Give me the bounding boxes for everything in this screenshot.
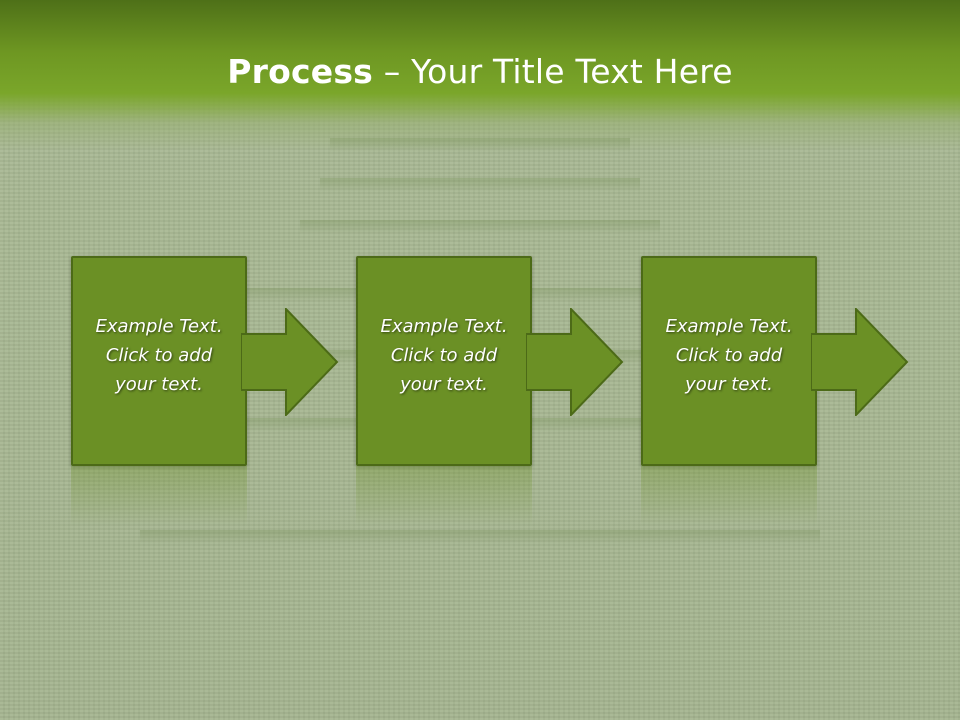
- process-step-3[interactable]: Example Text. Click to add your text.: [641, 256, 909, 526]
- title-bold-part: Process: [227, 52, 374, 91]
- process-step-1[interactable]: Example Text. Click to add your text.: [71, 256, 339, 526]
- step-reflection: [71, 466, 247, 526]
- background-stair-stripe: [300, 220, 660, 234]
- step-text[interactable]: Example Text. Click to add your text.: [95, 316, 223, 395]
- step-box[interactable]: Example Text. Click to add your text.: [356, 256, 532, 466]
- slide-title[interactable]: Process – Your Title Text Here: [0, 52, 960, 91]
- background-stair-stripe: [140, 530, 820, 544]
- right-arrow-icon: [811, 308, 909, 416]
- header-band: [0, 0, 960, 150]
- step-box[interactable]: Example Text. Click to add your text.: [641, 256, 817, 466]
- right-arrow-icon: [526, 308, 624, 416]
- title-rest-part: – Your Title Text Here: [373, 52, 733, 91]
- step-text[interactable]: Example Text. Click to add your text.: [380, 316, 508, 395]
- step-box[interactable]: Example Text. Click to add your text.: [71, 256, 247, 466]
- step-reflection: [356, 466, 532, 526]
- background-stair-stripe: [330, 138, 630, 152]
- process-step-2[interactable]: Example Text. Click to add your text.: [356, 256, 624, 526]
- right-arrow-icon: [241, 308, 339, 416]
- step-reflection: [641, 466, 817, 526]
- background-stair-stripe: [320, 178, 640, 192]
- step-text[interactable]: Example Text. Click to add your text.: [665, 316, 793, 395]
